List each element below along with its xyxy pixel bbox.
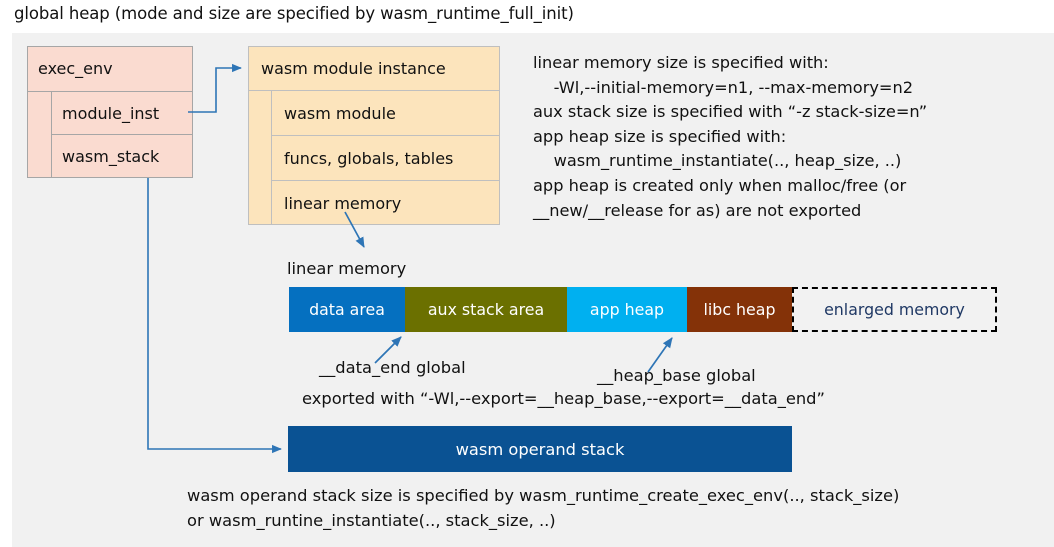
wasm-module-instance-indent-rail (248, 91, 272, 225)
operand-stack-note: wasm operand stack size is specified by … (187, 486, 900, 530)
wasm-operand-stack-box: wasm operand stack (288, 426, 792, 472)
exec-env-box (27, 46, 193, 178)
linear-memory-bar-label: linear memory (287, 259, 407, 278)
exec-env-indent-rail (27, 92, 52, 178)
wasm-module-instance-title: wasm module instance (248, 46, 500, 91)
diagram-title: global heap (mode and size are specified… (14, 4, 574, 23)
module-instance-row-wasm-module: wasm module (272, 91, 500, 136)
exec-env-field-module-inst: module_inst (52, 92, 193, 135)
module-instance-row-funcs-globals-tables: funcs, globals, tables (272, 136, 500, 181)
exec-env-field-wasm-stack: wasm_stack (62, 147, 160, 166)
memory-segment-enlarged-memory: enlarged memory (792, 287, 997, 332)
export-flags-label: exported with “-Wl,--export=__heap_base,… (302, 389, 825, 408)
memory-segment-libc-heap: libc heap (687, 287, 792, 332)
data-end-global-label: __data_end global (319, 358, 466, 377)
linear-memory-info-text: linear memory size is specified with: -W… (533, 53, 928, 220)
exec-env-title: exec_env (27, 46, 193, 92)
module-instance-row-linear-memory: linear memory (284, 193, 402, 213)
memory-segment-data-area: data area (289, 287, 405, 332)
memory-segment-app-heap: app heap (567, 287, 687, 332)
heap-base-global-label: __heap_base global (597, 366, 756, 385)
memory-segment-aux-stack-area: aux stack area (405, 287, 567, 332)
